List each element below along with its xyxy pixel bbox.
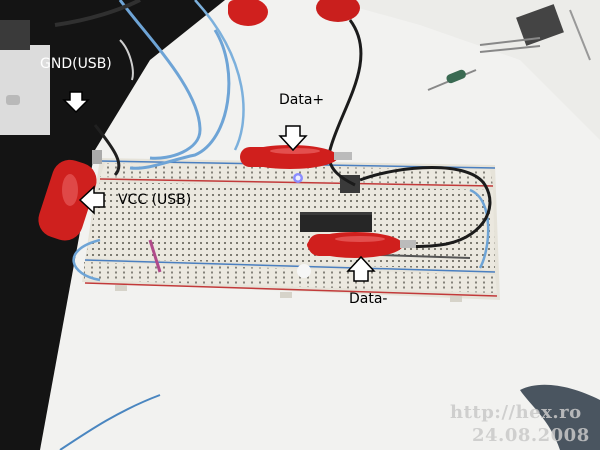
breadboard bbox=[82, 158, 500, 302]
arrow-vcc-icon bbox=[78, 185, 105, 215]
clip-top-right bbox=[316, 0, 360, 22]
label-data-plus: Data+ bbox=[279, 92, 325, 108]
ic-chip bbox=[300, 214, 372, 232]
arrow-gnd-icon bbox=[62, 91, 90, 114]
label-vcc: VCC (USB) bbox=[118, 192, 192, 208]
label-gnd: GND(USB) bbox=[40, 56, 112, 72]
arrow-data-plus-icon bbox=[278, 125, 308, 152]
clip-data-plus bbox=[240, 145, 352, 169]
watermark-url: http://hex.ro bbox=[450, 402, 582, 423]
clip-data-minus bbox=[307, 232, 416, 258]
clip-vcc bbox=[38, 150, 102, 241]
arrow-data-minus-icon bbox=[346, 255, 376, 282]
usb-device bbox=[0, 45, 50, 135]
label-data-minus: Data- bbox=[349, 291, 388, 307]
clip-top-left bbox=[228, 0, 268, 26]
watermark-date: 24.08.2008 bbox=[472, 425, 590, 446]
